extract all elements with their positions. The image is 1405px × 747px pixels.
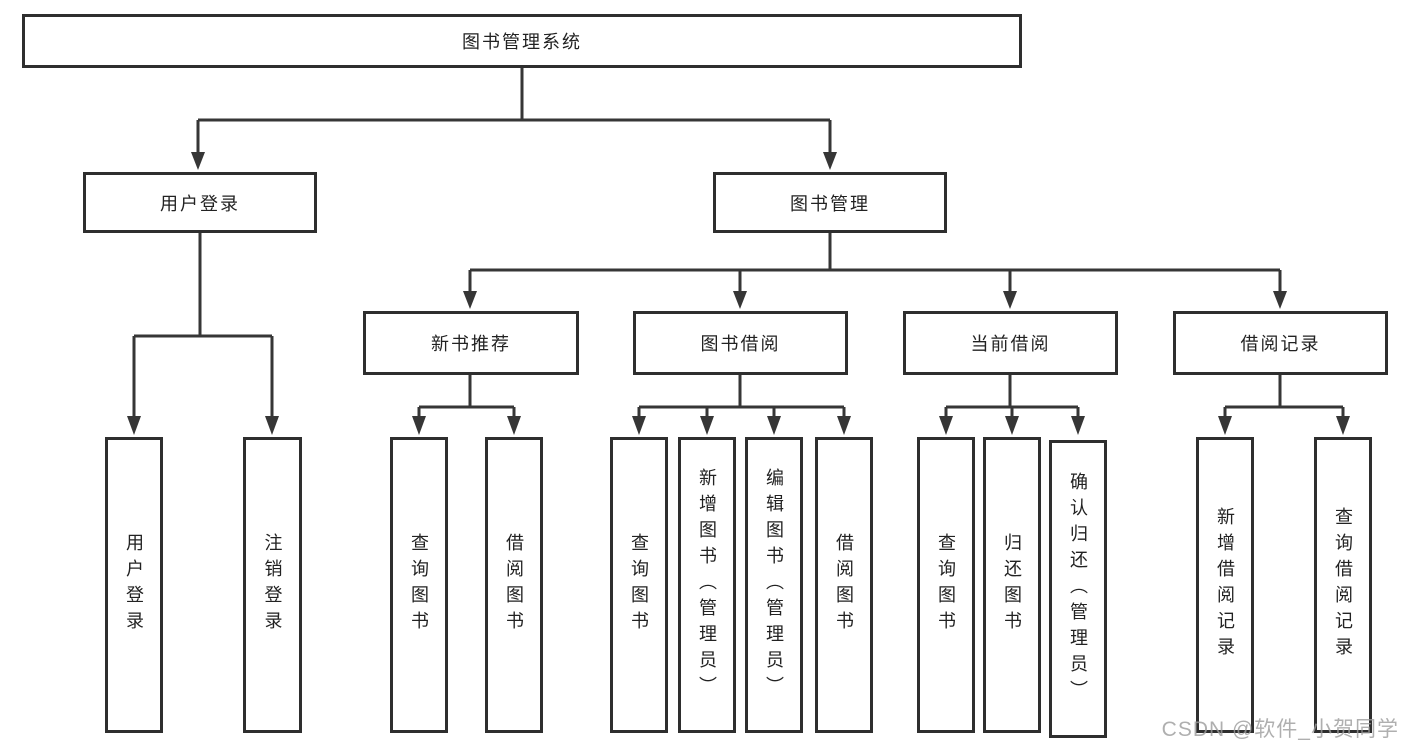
leaf-recommend-borrow-books-label: 借阅图书 — [504, 533, 524, 637]
node-new-book-recommend: 新书推荐 — [363, 311, 579, 375]
leaf-current-return-books: 归还图书 — [983, 437, 1041, 733]
node-book-borrowing-label: 图书借阅 — [700, 334, 781, 354]
node-borrowing-records: 借阅记录 — [1173, 311, 1388, 375]
leaf-borrow-query-books-label: 查询图书 — [629, 533, 649, 637]
leaf-current-query-books: 查询图书 — [917, 437, 975, 733]
node-book-management-label: 图书管理 — [790, 193, 870, 214]
leaf-borrow-add-books-admin-label: 新增图书（管理员） — [697, 468, 717, 702]
leaf-recommend-query-books-label: 查询图书 — [409, 533, 429, 637]
csdn-watermark: CSDN @软件_小贺同学 — [1161, 718, 1399, 741]
node-root-system: 图书管理系统 — [22, 14, 1022, 68]
node-current-borrowing-label: 当前借阅 — [970, 334, 1051, 354]
node-book-borrowing: 图书借阅 — [633, 311, 848, 375]
node-root-system-label: 图书管理系统 — [462, 32, 582, 52]
leaf-logout-label: 注销登录 — [262, 533, 283, 637]
leaf-borrow-edit-books-admin-label: 编辑图书（管理员） — [764, 468, 784, 702]
leaf-records-add-record-label: 新增借阅记录 — [1215, 507, 1235, 663]
leaf-borrow-borrow-books-label: 借阅图书 — [834, 533, 854, 637]
node-current-borrowing: 当前借阅 — [903, 311, 1118, 375]
node-borrowing-records-label: 借阅记录 — [1240, 334, 1321, 354]
leaf-recommend-borrow-books: 借阅图书 — [485, 437, 543, 733]
leaf-records-query-record-label: 查询借阅记录 — [1333, 507, 1353, 663]
leaf-current-confirm-return-admin-label: 确认归还（管理员） — [1068, 472, 1088, 706]
leaf-user-login: 用户登录 — [105, 437, 163, 733]
leaf-borrow-query-books: 查询图书 — [610, 437, 668, 733]
leaf-recommend-query-books: 查询图书 — [390, 437, 448, 733]
node-new-book-recommend-label: 新书推荐 — [431, 334, 511, 354]
leaf-borrow-add-books-admin: 新增图书（管理员） — [678, 437, 736, 733]
leaf-current-return-books-label: 归还图书 — [1002, 533, 1022, 637]
leaf-borrow-borrow-books: 借阅图书 — [815, 437, 873, 733]
leaf-current-query-books-label: 查询图书 — [936, 533, 956, 637]
leaf-records-add-record: 新增借阅记录 — [1196, 437, 1254, 733]
node-book-management: 图书管理 — [713, 172, 947, 233]
leaf-logout: 注销登录 — [243, 437, 302, 733]
node-user-login-label: 用户登录 — [160, 193, 240, 214]
node-user-login: 用户登录 — [83, 172, 317, 233]
leaf-user-login-label: 用户登录 — [124, 533, 144, 637]
leaf-borrow-edit-books-admin: 编辑图书（管理员） — [745, 437, 803, 733]
leaf-records-query-record: 查询借阅记录 — [1314, 437, 1372, 733]
leaf-current-confirm-return-admin: 确认归还（管理员） — [1049, 440, 1107, 738]
